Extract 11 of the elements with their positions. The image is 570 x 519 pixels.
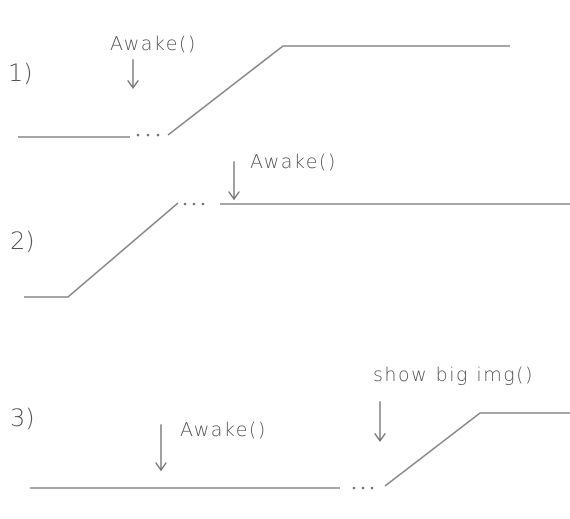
- pointer-arrow: [374, 401, 386, 442]
- event-label: Awake(): [180, 420, 267, 442]
- pointer-arrow: [155, 424, 167, 471]
- pointer-arrow: [228, 161, 240, 200]
- event-label: Awake(): [110, 34, 197, 56]
- event-label: Awake(): [250, 152, 337, 174]
- event-label: show big img(): [373, 365, 534, 387]
- step-number: 2): [10, 228, 35, 256]
- pointer-arrow: [127, 59, 139, 89]
- step-number: 1): [8, 60, 33, 88]
- step-number: 3): [10, 405, 35, 433]
